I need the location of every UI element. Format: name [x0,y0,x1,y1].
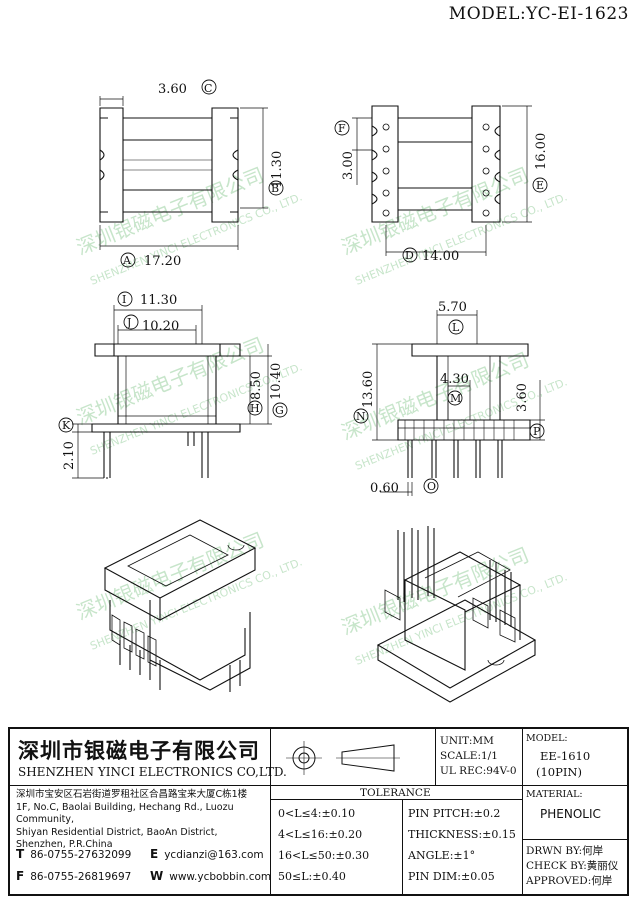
dim-g-label: G [275,404,284,417]
dim-m-value: 4.30 [440,372,469,387]
email-address: ycdianzi@163.com [164,849,264,861]
dim-c-value: 3.60 [158,82,187,97]
dim-j-label: J [126,316,131,329]
company-name-en: SHENZHEN YINCI ELECTRONICS CO,LTD. [18,765,287,779]
dim-g-value: 10.40 [269,363,284,400]
dim-m-label: M [450,392,461,405]
dim-h-label: H [250,402,260,415]
side-view-left [72,305,272,479]
dim-c-label: C [204,82,212,95]
isometric-view-left [103,519,257,692]
dim-f-label: F [338,122,346,135]
unit-text: UNIT:MM [440,735,494,747]
fax-label: F [16,869,25,883]
scale-text: SCALE:1/1 [440,750,498,762]
projection-symbol [286,741,400,775]
dim-j-value: 10.20 [142,319,179,334]
material-label: MATERIAL: [526,789,583,800]
web-address: www.ycbobbin.com [169,871,272,883]
tolerance-right-3: ANGLE:±1° [408,849,476,862]
dim-o-label: O [427,480,436,493]
dim-i-value: 11.30 [140,293,177,308]
watermark-group: 深圳银磁电子有限公司 SHENZHEN YINCI ELECTRONICS CO… [73,162,569,667]
dim-o-value: 0.60 [370,481,399,496]
drawn-by: DRWN BY:何岸 [526,845,604,857]
model-label: MODEL: [526,733,568,744]
material-value: PHENOLIC [540,807,601,821]
dim-e-label: E [536,179,544,192]
model-pins: (10PIN) [536,765,582,779]
technical-drawing: 深圳银磁电子有限公司 SHENZHEN YINCI ELECTRONICS CO… [58,79,569,703]
dim-b-label: B [271,182,279,195]
dim-n-value: 13.60 [361,371,376,408]
dim-k-label: K [62,419,71,432]
side-view-right [372,310,545,496]
fax-number: 86-0755-26819697 [30,871,132,883]
tolerance-left-3: 16<L≤50:±0.30 [278,849,370,862]
approved-by: APPROVED:何岸 [526,875,613,887]
title-block: 深圳市银磁电子有限公司 SHENZHEN YINCI ELECTRONICS C… [8,727,629,896]
tolerance-left-1: 0<L≤4:±0.10 [278,807,356,820]
tolerance-left-4: 50≤L:±0.40 [278,870,346,883]
dim-e-value: 16.00 [534,133,549,170]
dim-d-label: D [405,249,414,262]
dim-n-label: N [356,410,366,423]
dim-k-value: 2.10 [62,441,77,470]
company-address: 深圳市宝安区石岩街道罗租社区合昌路宝来大厦C栋1楼 1F, No.C, Baol… [16,789,268,852]
email-label: E [150,847,159,861]
dim-a-value: 17.20 [144,254,181,269]
top-view-left [99,96,268,250]
tolerance-right-4: PIN DIM:±0.05 [408,870,495,883]
top-view-right [352,105,532,256]
checked-by: CHECK BY:黄丽仪 [526,860,619,872]
dim-f-value: 3.00 [341,151,356,180]
dim-b-value: 11.30 [270,151,285,188]
fax-line: F 86-0755-26819697 [16,869,131,883]
dim-p-label: P [533,425,541,438]
model-title: MODEL:YC-EI-1623 [448,4,629,24]
tolerance-title: TOLERANCE [360,787,431,799]
phone-line: T 86-0755-27632099 [16,847,131,861]
tolerance-left-2: 4<L≤16:±0.20 [278,828,363,841]
dim-i-label: I [122,293,126,306]
address-cn: 深圳市宝安区石岩街道罗租社区合昌路宝来大厦C栋1楼 [16,789,248,800]
dim-l-value: 5.70 [438,300,467,315]
address-en-3: Shenzhen, P.R.China [16,839,113,850]
dim-p-value: 3.60 [515,383,530,412]
phone-label: T [16,847,25,861]
dim-l-label: L [452,321,460,334]
address-en-2: Shiyan Residential District, BaoAn Distr… [16,826,218,838]
company-name-cn: 深圳市银磁电子有限公司 [18,738,260,763]
tolerance-right-1: PIN PITCH:±0.2 [408,807,501,820]
dim-h-value: 8.50 [249,371,264,400]
address-en-1: 1F, No.C, Baolai Building, Hechang Rd., … [16,801,234,826]
dim-a-label: A [122,254,132,267]
tolerance-right-2: THICKNESS:±0.15 [408,828,516,841]
phone-number: 86-0755-27632099 [30,849,132,861]
isometric-view-right [376,526,537,703]
dim-d-value: 14.00 [422,249,459,264]
ul-text: UL REC:94V-0 [440,765,517,777]
model-value: EE-1610 [540,749,591,763]
web-label: W [150,869,164,883]
